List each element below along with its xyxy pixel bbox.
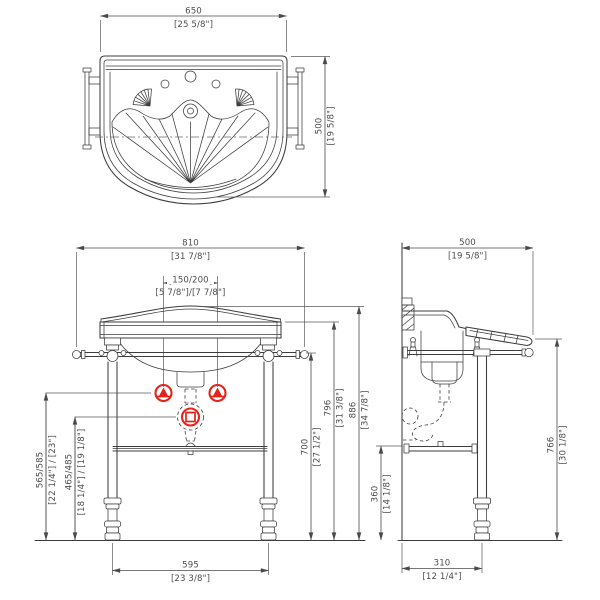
dim-leg-spacing: 595 [23 3/8"]: [112, 543, 269, 584]
bowl-fan-ridges: [112, 112, 269, 184]
dim-waste-height: 465/485 [18 1/4"] / [19 1/8"]: [65, 416, 176, 541]
dim-console-depth: 500 [19 5/8"]: [401, 238, 534, 335]
drain-hole-inner: [187, 107, 194, 115]
faucet-hole-center: [184, 70, 197, 83]
dim-overall-width: 810 [31 7/8"]: [76, 239, 305, 347]
dim-overall-width-mm: 810: [182, 239, 199, 249]
side-bar-knob: [524, 347, 534, 358]
front-console-top: [99, 305, 282, 339]
dim-overall-height-inch: [34 7/8"]: [361, 390, 371, 429]
dim-shelf-rail-height: 360 [14 1/8"]: [371, 445, 402, 541]
front-view: 810 [31 7/8"] 150/200 [5 7/8"]/[7 7/8"] …: [34, 239, 371, 584]
dim-side-rail-height-inch: [30 1/8"]: [559, 425, 569, 464]
front-leg-left: [98, 337, 127, 541]
dim-wall-to-leg-mm: 310: [434, 559, 451, 569]
towel-bar-knob-right: [300, 350, 309, 359]
dim-rim-height-inch: [31 3/8"]: [336, 388, 346, 427]
dim-side-rail-height-mm: 766: [547, 437, 557, 454]
dim-supply-height: 565/585 [22 1/4"] / [23"]: [36, 392, 151, 541]
side-lower-rail: [403, 441, 478, 454]
dim-towel-bar-height: 700 [27 1/2"]: [301, 352, 323, 541]
drain-hole: [183, 103, 198, 119]
dim-overall-height: 886 [34 7/8"]: [200, 306, 371, 541]
dim-wall-to-leg: 310 [12 1/4"]: [401, 543, 483, 582]
dim-basin-depth-mm: 500: [315, 118, 325, 135]
dim-rim-height: 796 [31 3/8"]: [285, 321, 346, 541]
supply-symbol-right: [208, 383, 227, 403]
bar-post-rear: [408, 337, 418, 357]
dim-basin-depth: 500 [19 5/8"]: [215, 56, 337, 198]
dim-basin-depth-inch: [19 5/8"]: [327, 106, 337, 145]
plan-basin: [99, 55, 288, 205]
dim-shelf-rail-height-inch: [14 1/8"]: [383, 474, 393, 513]
dim-wall-to-leg-inch: [12 1/4"]: [422, 572, 461, 582]
front-leg-right: [254, 337, 283, 541]
side-view: 500 [19 5/8"] 766 [30 1/8"] 360 [14 1/8"…: [371, 238, 569, 582]
waste-symbol: [177, 403, 204, 431]
dim-side-rail-height: 766 [30 1/8"]: [535, 338, 569, 541]
dim-overall-width-inch: [31 7/8"]: [171, 252, 210, 262]
leg-foot: [473, 497, 491, 541]
dim-leg-spacing-inch: [23 3/8"]: [171, 574, 210, 584]
dim-towel-bar-height-inch: [27 1/2"]: [313, 427, 323, 466]
side-basin-profile: [402, 310, 533, 347]
leg-foot: [259, 497, 278, 541]
dim-faucet-spacing: 150/200 [5 7/8"]/[7 7/8"]: [156, 275, 226, 298]
dim-basin-width-inch: [25 5/8"]: [174, 20, 213, 30]
side-backsplash: [401, 297, 415, 331]
dim-supply-height-inch: [22 1/4"] / [23"]: [48, 435, 58, 505]
dim-shelf-rail-height-mm: 360: [371, 486, 381, 503]
dim-console-depth-inch: [19 5/8"]: [448, 252, 487, 262]
dim-faucet-spacing-mm: 150/200: [172, 276, 208, 286]
plan-view: 650 [25 5/8"] 500 [19 5/8"]: [82, 7, 337, 205]
leg-foot: [103, 497, 122, 541]
side-leg: [473, 348, 491, 541]
side-basin-underside: [420, 330, 464, 385]
faucet-hole-right: [211, 79, 221, 89]
front-basin-underside: [116, 338, 265, 442]
towel-bar-knob-left: [72, 350, 81, 359]
dim-rim-height-mm: 796: [324, 400, 334, 417]
side-trap-hidden: [401, 384, 451, 442]
dim-basin-width: 650 [25 5/8"]: [100, 7, 287, 52]
faucet-hole-left: [160, 79, 170, 89]
dim-overall-height-mm: 886: [349, 402, 359, 419]
dim-basin-width-mm: 650: [185, 7, 202, 17]
dim-waste-height-mm: 465/485: [65, 454, 75, 490]
front-lower-rail: [112, 442, 268, 455]
shell-ornament-left: [132, 88, 152, 107]
shell-ornament-right: [235, 88, 255, 107]
dim-waste-height-inch: [18 1/4"] / [19 1/8"]: [77, 429, 87, 516]
dim-towel-bar-height-mm: 700: [301, 439, 311, 456]
supply-symbol-left: [154, 383, 173, 403]
waste-flange-hidden: [177, 403, 204, 431]
dim-console-depth-mm: 500: [459, 238, 476, 248]
dim-leg-spacing-mm: 595: [182, 561, 199, 571]
dim-supply-height-mm: 565/585: [36, 452, 46, 488]
dim-faucet-spacing-inch: [5 7/8"]/[7 7/8"]: [156, 288, 226, 298]
